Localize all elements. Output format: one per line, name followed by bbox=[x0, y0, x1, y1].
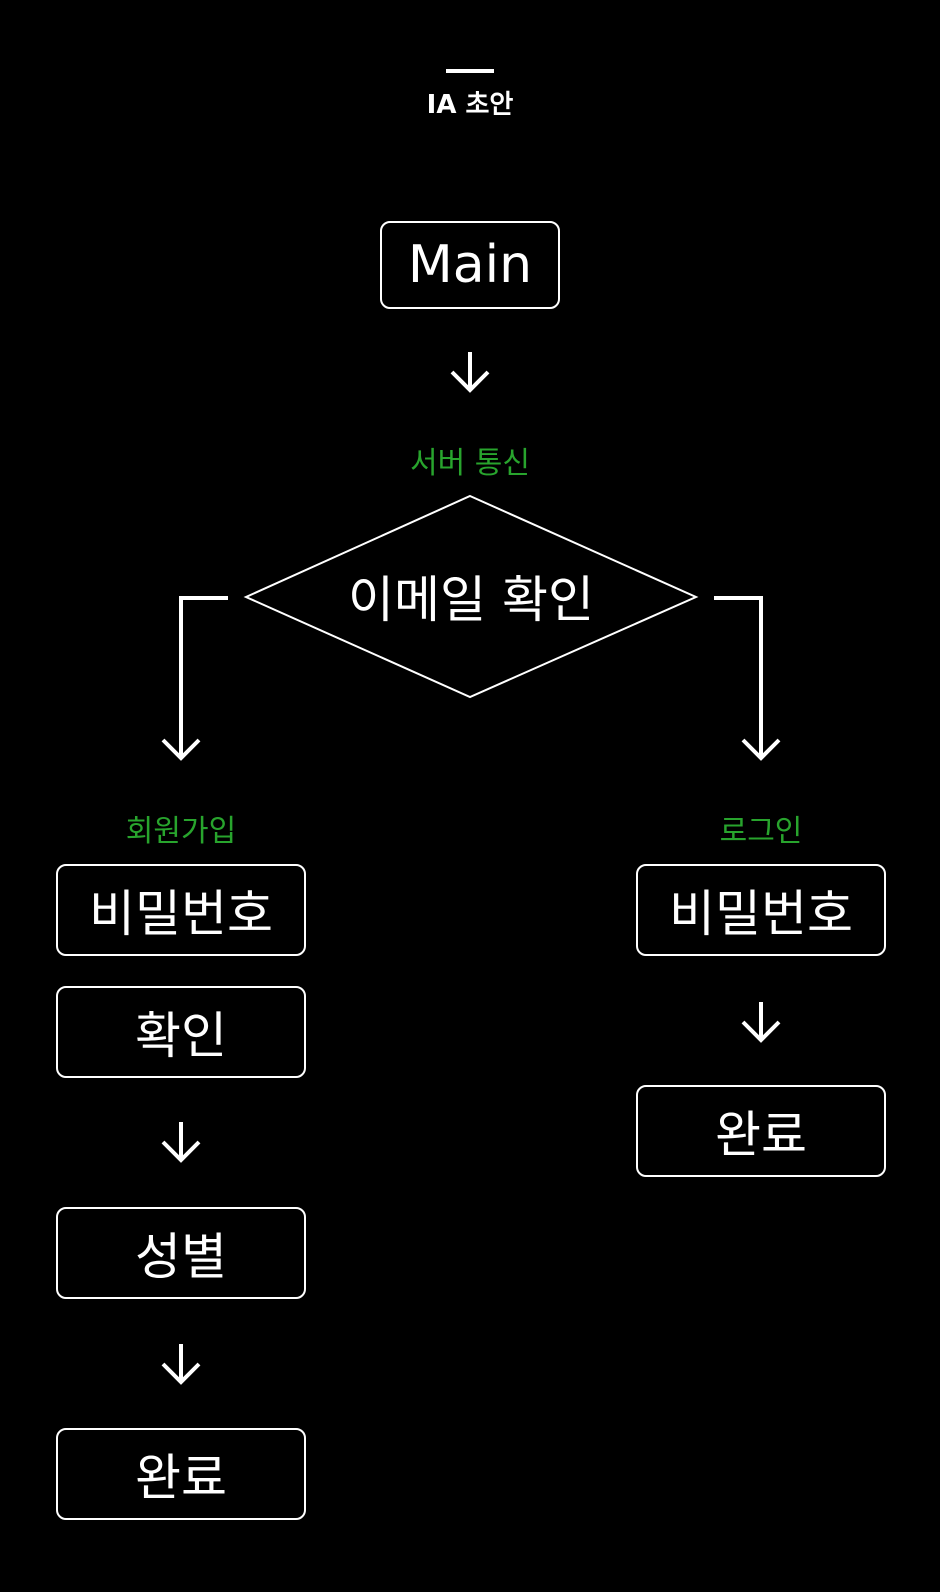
login-password-label: 비밀번호 bbox=[669, 885, 853, 943]
login-complete-label: 완료 bbox=[715, 1106, 807, 1164]
main-node[interactable]: Main bbox=[380, 221, 560, 309]
decision-label: 이메일 확인 bbox=[348, 571, 594, 629]
signup-gender-node[interactable]: 성별 bbox=[56, 1207, 306, 1299]
main-node-label: Main bbox=[407, 235, 533, 295]
left-branch-connector bbox=[161, 596, 228, 761]
signup-confirm-node[interactable]: 확인 bbox=[56, 986, 306, 1078]
signup-password-label: 비밀번호 bbox=[89, 885, 273, 943]
arrow-down-icon bbox=[741, 1002, 781, 1043]
arrow-down-icon bbox=[161, 1344, 201, 1385]
header-bar bbox=[446, 69, 494, 73]
login-password-node[interactable]: 비밀번호 bbox=[636, 864, 886, 956]
arrow-down-icon bbox=[450, 352, 490, 393]
signup-confirm-label: 확인 bbox=[135, 1007, 227, 1065]
right-branch-connector bbox=[714, 596, 781, 761]
signup-gender-label: 성별 bbox=[135, 1228, 227, 1286]
signup-password-node[interactable]: 비밀번호 bbox=[56, 864, 306, 956]
signup-complete-node[interactable]: 완료 bbox=[56, 1428, 306, 1520]
arrow-down-icon bbox=[161, 1122, 201, 1163]
server-label: 서버 통신 bbox=[410, 446, 530, 481]
login-label: 로그인 bbox=[719, 814, 803, 849]
login-complete-node[interactable]: 완료 bbox=[636, 1085, 886, 1177]
decision-diamond bbox=[243, 494, 699, 699]
signup-label: 회원가입 bbox=[125, 814, 237, 849]
signup-complete-label: 완료 bbox=[135, 1449, 227, 1507]
page-title: IA 초안 bbox=[426, 90, 514, 120]
